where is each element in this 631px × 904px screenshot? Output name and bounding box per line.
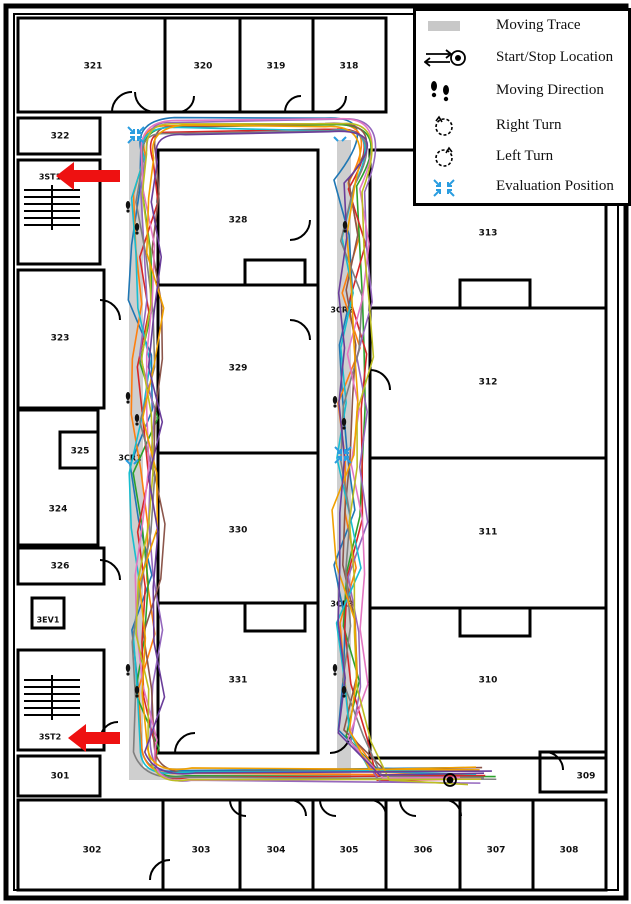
legend-row-left-turn: Left Turn: [416, 144, 631, 170]
footprints-icon: [125, 392, 140, 426]
room-label-321: 321: [84, 62, 103, 72]
legend-row-evaluation-position: Evaluation Position: [416, 174, 631, 200]
room-label-323: 323: [51, 334, 70, 344]
moving-trace-path: [138, 124, 480, 771]
moving-trace-swatch: [424, 13, 468, 39]
room-label-301: 301: [51, 772, 70, 782]
footprints-icon: [125, 201, 140, 235]
right-turn-icon: [424, 113, 468, 139]
room-label-324: 324: [49, 505, 68, 515]
room-label-331: 331: [229, 676, 248, 686]
room-label-328: 328: [229, 216, 248, 226]
room-label-319: 319: [267, 62, 286, 72]
evaluation-position-icon: [333, 136, 347, 142]
legend-label-start-stop: Start/Stop Location: [496, 49, 614, 65]
exit-arrows: [56, 162, 120, 752]
room-label-318: 318: [340, 62, 359, 72]
evaluation-position-icon: [334, 446, 352, 464]
evaluation-position-icon: [127, 126, 145, 144]
room-label-326: 326: [51, 562, 70, 572]
legend-row-start-stop: Start/Stop Location: [416, 45, 631, 71]
legend-label-right-turn: Right Turn: [496, 117, 562, 133]
room-label-3st1: 3ST1: [39, 173, 62, 182]
moving-trace-path: [134, 117, 482, 782]
room-label-322: 322: [51, 132, 70, 142]
footprints-icon: [332, 396, 347, 430]
legend-label-moving-direction: Moving Direction: [496, 82, 604, 98]
room-label-3st2: 3ST2: [39, 733, 61, 742]
moving-trace-path: [128, 126, 477, 776]
room-label-306: 306: [414, 846, 433, 856]
room-labels: 321 320 319 318 322 3ST1 328 313 323 329…: [37, 62, 596, 856]
legend-label-evaluation-position: Evaluation Position: [496, 178, 614, 194]
moving-trace-path: [143, 130, 492, 776]
footprints-icon: [342, 221, 348, 233]
footprints-icon: [125, 664, 140, 698]
room-label-3cr1: 3CR1: [118, 454, 142, 463]
room-label-303: 303: [192, 846, 211, 856]
moving-trace-path: [131, 129, 497, 781]
evaluation-markers: [125, 126, 352, 465]
room-label-325: 325: [71, 447, 90, 457]
room-walls: [16, 16, 608, 892]
legend: Moving Trace Start/Stop Location Moving …: [413, 8, 631, 206]
legend-row-right-turn: Right Turn: [416, 113, 631, 139]
footprints-icon: [332, 664, 347, 698]
room-label-309: 309: [577, 772, 596, 782]
start-stop-icon: [423, 45, 468, 71]
room-label-304: 304: [267, 846, 286, 856]
legend-label-left-turn: Left Turn: [496, 148, 554, 164]
room-label-302: 302: [83, 846, 102, 856]
room-label-3cr2: 3CR2: [330, 306, 353, 315]
room-label-313: 313: [479, 229, 498, 239]
legend-row-moving-direction: Moving Direction: [416, 78, 631, 104]
room-label-3ev1: 3EV1: [37, 616, 60, 625]
start-stop-icon: [443, 773, 457, 787]
room-label-310: 310: [479, 676, 498, 686]
evaluation-position-icon: [424, 174, 468, 200]
legend-label-moving-trace: Moving Trace: [496, 17, 581, 33]
room-label-312: 312: [479, 378, 498, 388]
room-label-307: 307: [487, 846, 506, 856]
room-label-311: 311: [479, 528, 498, 538]
moving-traces: [127, 116, 497, 786]
exit-arrow-3st1: [56, 162, 120, 190]
footprint-markers: [125, 201, 348, 698]
legend-row-moving-trace: Moving Trace: [416, 13, 631, 39]
left-turn-icon: [424, 144, 468, 170]
room-label-308: 308: [560, 846, 579, 856]
stair-treads: [24, 185, 80, 720]
room-label-320: 320: [194, 62, 213, 72]
evaluation-position-icon: [125, 459, 139, 465]
room-label-330: 330: [229, 526, 248, 536]
exit-arrow-3st2: [68, 724, 120, 752]
footprints-icon: [424, 78, 468, 104]
room-label-329: 329: [229, 364, 248, 374]
room-label-305: 305: [340, 846, 359, 856]
